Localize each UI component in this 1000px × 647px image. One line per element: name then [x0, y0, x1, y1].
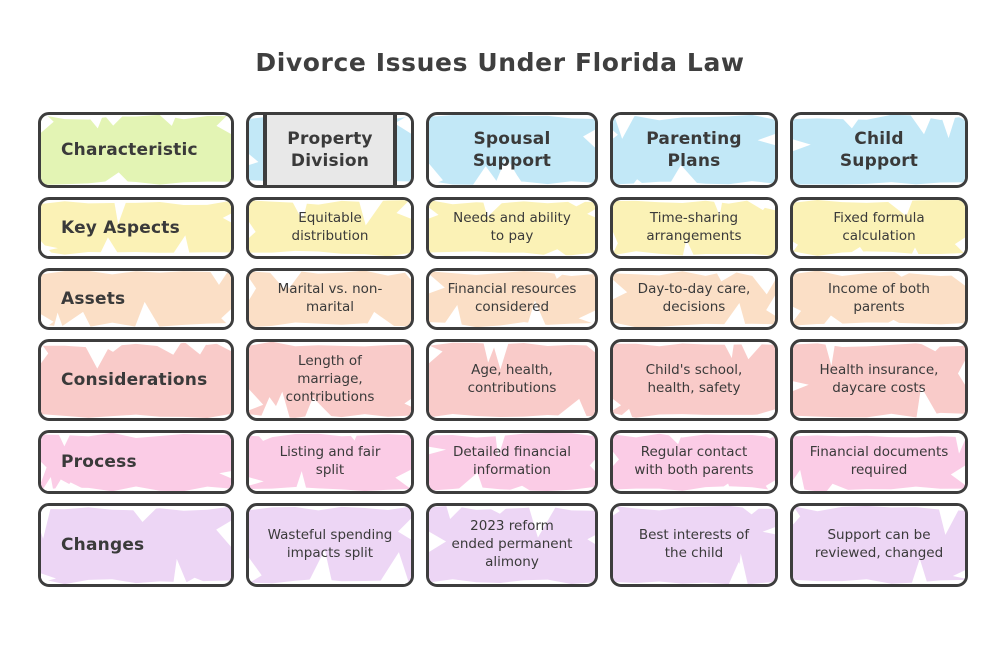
header-cell-child-support[interactable]: Child Support: [790, 112, 968, 188]
header-cell-characteristic[interactable]: Characteristic: [38, 112, 234, 188]
cell-assets-property[interactable]: Marital vs. non- marital: [246, 268, 414, 330]
cell-key-aspects-parenting[interactable]: Time-sharing arrangements: [610, 197, 778, 259]
cell-considerations-spousal[interactable]: Age, health, contributions: [426, 339, 598, 421]
row-label-changes[interactable]: Changes: [38, 503, 234, 587]
row-label-process[interactable]: Process: [38, 430, 234, 494]
table-header-row: Characteristic Property Division Spousal…: [38, 112, 968, 188]
cell-considerations-parenting[interactable]: Child's school, health, safety: [610, 339, 778, 421]
page-title: Divorce Issues Under Florida Law: [255, 48, 745, 77]
row-label-key-aspects[interactable]: Key Aspects: [38, 197, 234, 259]
cell-changes-parenting[interactable]: Best interests of the child: [610, 503, 778, 587]
cell-process-property[interactable]: Listing and fair split: [246, 430, 414, 494]
cell-key-aspects-property[interactable]: Equitable distribution: [246, 197, 414, 259]
cell-changes-property[interactable]: Wasteful spending impacts split: [246, 503, 414, 587]
table-row: Key Aspects Equitable distribution Needs…: [38, 197, 968, 259]
cell-assets-parenting[interactable]: Day-to-day care, decisions: [610, 268, 778, 330]
table-row: Changes Wasteful spending impacts split …: [38, 503, 968, 587]
cell-assets-child[interactable]: Income of both parents: [790, 268, 968, 330]
row-label-considerations[interactable]: Considerations: [38, 339, 234, 421]
table-row: Process Listing and fair split Detailed …: [38, 430, 968, 494]
cell-process-parenting[interactable]: Regular contact with both parents: [610, 430, 778, 494]
cell-key-aspects-child[interactable]: Fixed formula calculation: [790, 197, 968, 259]
header-cell-spousal-support[interactable]: Spousal Support: [426, 112, 598, 188]
cell-changes-child[interactable]: Support can be reviewed, changed: [790, 503, 968, 587]
cell-process-child[interactable]: Financial documents required: [790, 430, 968, 494]
cell-changes-spousal[interactable]: 2023 reform ended permanent alimony: [426, 503, 598, 587]
cell-considerations-child[interactable]: Health insurance, daycare costs: [790, 339, 968, 421]
cell-key-aspects-spousal[interactable]: Needs and ability to pay: [426, 197, 598, 259]
cell-process-spousal[interactable]: Detailed financial information: [426, 430, 598, 494]
table-row: Considerations Length of marriage, contr…: [38, 339, 968, 421]
cell-considerations-property[interactable]: Length of marriage, contributions: [246, 339, 414, 421]
header-cell-parenting-plans[interactable]: Parenting Plans: [610, 112, 778, 188]
row-label-assets[interactable]: Assets: [38, 268, 234, 330]
cell-assets-spousal[interactable]: Financial resources considered: [426, 268, 598, 330]
table-row: Assets Marital vs. non- marital Financia…: [38, 268, 968, 330]
header-cell-property-division[interactable]: Property Division: [246, 112, 414, 188]
comparison-table: Characteristic Property Division Spousal…: [38, 112, 968, 587]
